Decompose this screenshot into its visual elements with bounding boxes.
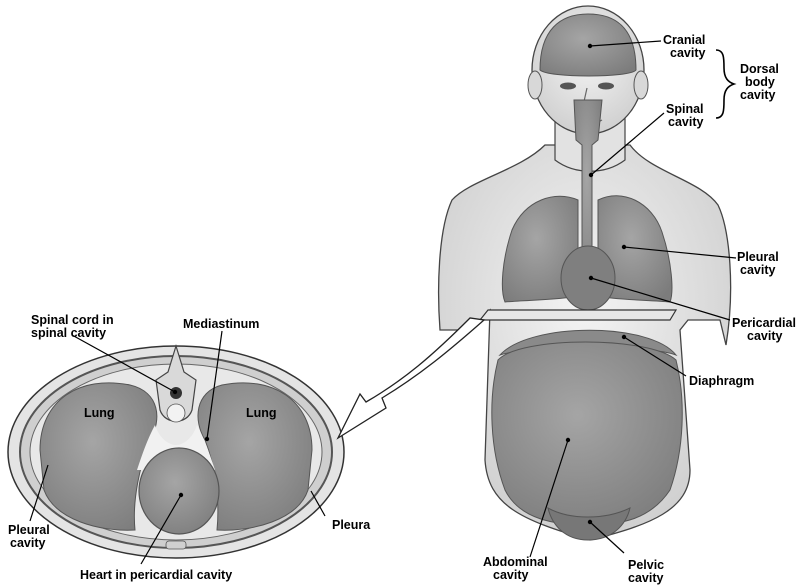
label-diaphragm: Diaphragm	[689, 374, 754, 388]
label-dorsal-2: body	[745, 75, 775, 89]
label-spinalcord-2: spinal cavity	[31, 326, 106, 340]
heart-section	[139, 448, 219, 534]
label-pleural-right-2: cavity	[740, 263, 775, 277]
label-pleural-left-2: cavity	[10, 536, 45, 550]
label-spinal-1: Spinal	[666, 102, 704, 116]
pericardial-cavity	[561, 246, 615, 310]
label-cranial-2: cavity	[670, 46, 705, 60]
label-pericardial-1: Pericardial	[732, 316, 796, 330]
label-pleural-left-1: Pleural	[8, 523, 50, 537]
label-pelvic-1: Pelvic	[628, 558, 664, 572]
vertebral-body	[167, 404, 185, 422]
label-spinal-2: cavity	[668, 115, 703, 129]
label-pleura: Pleura	[332, 518, 371, 532]
label-dorsal-1: Dorsal	[740, 62, 779, 76]
label-pleural-right-1: Pleural	[737, 250, 779, 264]
label-mediastinum: Mediastinum	[183, 317, 259, 331]
label-abdominal-1: Abdominal	[483, 555, 548, 569]
label-lung-left: Lung	[84, 406, 115, 420]
right-ear	[634, 71, 648, 99]
torso-figure	[439, 6, 731, 540]
abdominal-cavity	[492, 342, 682, 525]
label-spinalcord-1: Spinal cord in	[31, 313, 114, 327]
left-eye	[560, 83, 576, 90]
label-heart: Heart in pericardial cavity	[80, 568, 232, 582]
right-eye	[598, 83, 614, 90]
left-ear	[528, 71, 542, 99]
label-cranial-1: Cranial	[663, 33, 705, 47]
transverse-plane	[480, 310, 676, 320]
dorsal-brace	[716, 50, 734, 118]
label-pericardial-2: cavity	[747, 329, 782, 343]
label-abdominal-2: cavity	[493, 568, 528, 582]
label-pelvic-2: cavity	[628, 571, 663, 585]
label-dorsal-3: cavity	[740, 88, 775, 102]
label-lung-right: Lung	[246, 406, 277, 420]
cross-section	[8, 346, 344, 558]
section-arrow	[338, 318, 484, 438]
sternum	[166, 541, 186, 549]
